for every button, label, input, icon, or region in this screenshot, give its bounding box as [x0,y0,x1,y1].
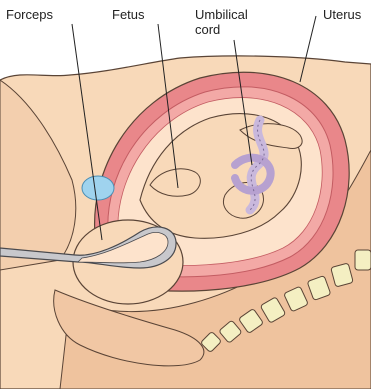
label-umbilical-cord: Umbilical cord [195,7,248,37]
label-forceps: Forceps [6,7,53,22]
label-fetus: Fetus [112,7,145,22]
label-uterus: Uterus [323,7,361,22]
bladder [82,176,114,200]
